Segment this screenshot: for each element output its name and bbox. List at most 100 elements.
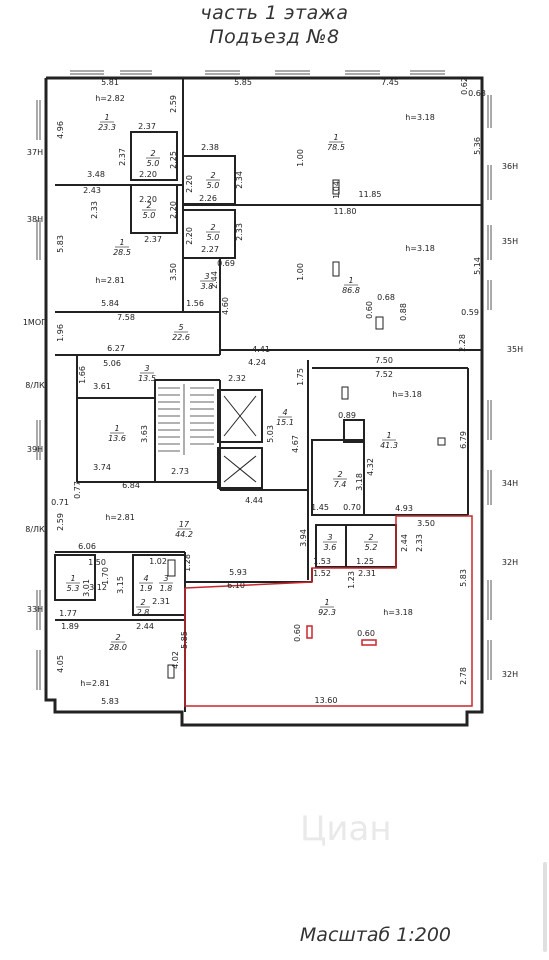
dimension-label: 2.33 <box>235 223 244 241</box>
room-number: 2 <box>150 149 155 158</box>
dimension-label: 4.44 <box>245 496 263 505</box>
room-area: 5.3 <box>67 584 80 593</box>
dimension-label: 3.74 <box>93 463 111 472</box>
dimension-label: 5.83 <box>459 569 468 587</box>
neighbor-label: 33Н <box>27 605 43 614</box>
room-number: 1 <box>333 133 338 142</box>
dimension-label: 2.37 <box>144 235 162 244</box>
dimension-label: h=3.18 <box>405 244 435 253</box>
dimension-label: 4.05 <box>56 655 65 673</box>
stairs-icon <box>158 384 214 455</box>
room-area: 13.5 <box>138 374 156 383</box>
plan-title-entrance: Подъезд №8 <box>209 26 340 48</box>
dimension-label: 1.53 <box>313 557 331 566</box>
neighbor-labels: 37Н36Н38Н35Н1МОП35Н8/ЛК39Н34Н8/ЛК32Н33Н3… <box>23 148 523 679</box>
dimension-label: 6.84 <box>122 481 140 490</box>
dimension-label: 1.77 <box>59 609 77 618</box>
room-number: 1 <box>324 598 329 607</box>
room-area: 92.3 <box>318 608 336 617</box>
dimension-label: 0.60 <box>293 624 302 642</box>
dimension-label: 7.52 <box>375 370 393 379</box>
room-area: 78.5 <box>327 143 345 152</box>
dimension-label: 6.06 <box>78 542 96 551</box>
room-area: 44.2 <box>175 530 193 539</box>
room-area: 3.8 <box>201 282 214 291</box>
dimension-label: h=3.18 <box>392 390 422 399</box>
neighbor-label: 8/ЛК <box>25 381 45 390</box>
neighbor-label: 1МОП <box>23 318 47 327</box>
dimension-label: 5.06 <box>103 359 121 368</box>
dimension-label: 0.88 <box>399 303 408 321</box>
dimension-label: 1.52 <box>313 569 331 578</box>
room-area: 28.5 <box>113 248 131 257</box>
columns <box>167 179 446 679</box>
neighbor-label: 35Н <box>507 345 523 354</box>
dimension-label: 4.02 <box>171 651 180 669</box>
dimension-label: 4.60 <box>221 297 230 315</box>
watermark: Циан <box>300 809 392 849</box>
room-number: 4 <box>143 574 148 583</box>
dimension-label: 4.24 <box>248 358 266 367</box>
neighbor-label: 37Н <box>27 148 43 157</box>
room-number: 1 <box>70 574 75 583</box>
room-area: 13.6 <box>108 434 126 443</box>
dimension-label: 4.41 <box>252 345 270 354</box>
dimension-label: 3.94 <box>299 529 308 547</box>
room-number: 4 <box>282 408 287 417</box>
dimension-label: 1.89 <box>61 622 79 631</box>
room-area: 23.3 <box>98 123 116 132</box>
dimension-label: 7.58 <box>117 313 135 322</box>
room-area: 86.8 <box>342 286 360 295</box>
dimension-label: 0.62 <box>460 77 469 95</box>
room-number: 3 <box>163 574 168 583</box>
room-area: 5.0 <box>207 181 220 190</box>
dimension-label: 5.03 <box>266 425 275 443</box>
room-number: 1 <box>104 113 109 122</box>
scrollbar[interactable] <box>543 862 547 952</box>
dimension-label: 1.25 <box>356 557 374 566</box>
dimension-label: 2.37 <box>118 148 127 166</box>
room-area: 2.8 <box>137 608 150 617</box>
dimension-label: 0.59 <box>461 308 479 317</box>
room-number: 3 <box>327 533 332 542</box>
elevator-icon <box>223 395 257 483</box>
dimension-label: 1.75 <box>296 368 305 386</box>
room-number: 3 <box>144 364 149 373</box>
room-number: 2 <box>115 633 120 642</box>
dimension-label: 3.12 <box>89 583 107 592</box>
dimension-label: h=3.18 <box>383 608 413 617</box>
dimension-label: 2.34 <box>235 171 244 189</box>
neighbor-label: 32Н <box>502 670 518 679</box>
dimension-label: 2.25 <box>169 151 178 169</box>
scale-label: Масштаб 1:200 <box>299 924 451 946</box>
room-area: 15.1 <box>276 418 294 427</box>
room-area: 28.0 <box>109 643 127 652</box>
dimension-label: 13.60 <box>315 696 338 705</box>
dimension-label: 4.32 <box>366 458 375 476</box>
dimension-label: 2.37 <box>138 122 156 131</box>
dimension-label: 1.28 <box>183 554 192 572</box>
dimension-label: 2.26 <box>199 194 217 203</box>
dimension-label: 4.96 <box>56 121 65 139</box>
dimension-label: 5.93 <box>229 568 247 577</box>
room-area: 1.9 <box>140 584 153 593</box>
plan-title-floor: часть 1 этажа <box>200 2 349 24</box>
dimension-label: 2.33 <box>90 201 99 219</box>
room-area: 5.2 <box>365 543 378 552</box>
highlighted-premises <box>184 515 473 707</box>
room-number: 2 <box>210 223 215 232</box>
dimension-label: 2.38 <box>201 143 219 152</box>
room-number: 2 <box>146 201 151 210</box>
room-number: 1 <box>114 424 119 433</box>
room-area: 5.0 <box>147 159 160 168</box>
dimension-label: 5.83 <box>56 235 65 253</box>
dimension-label: 2.73 <box>171 467 189 476</box>
dimension-label: 0.60 <box>365 301 374 319</box>
dimension-label: 5.85 <box>234 78 252 87</box>
dimension-label: h=3.18 <box>405 113 435 122</box>
neighbor-label: 32Н <box>502 558 518 567</box>
dimension-label: 6.79 <box>459 431 468 449</box>
dimension-label: 1.66 <box>78 366 87 384</box>
room-number: 1 <box>386 431 391 440</box>
dimension-label: 11.85 <box>359 190 382 199</box>
